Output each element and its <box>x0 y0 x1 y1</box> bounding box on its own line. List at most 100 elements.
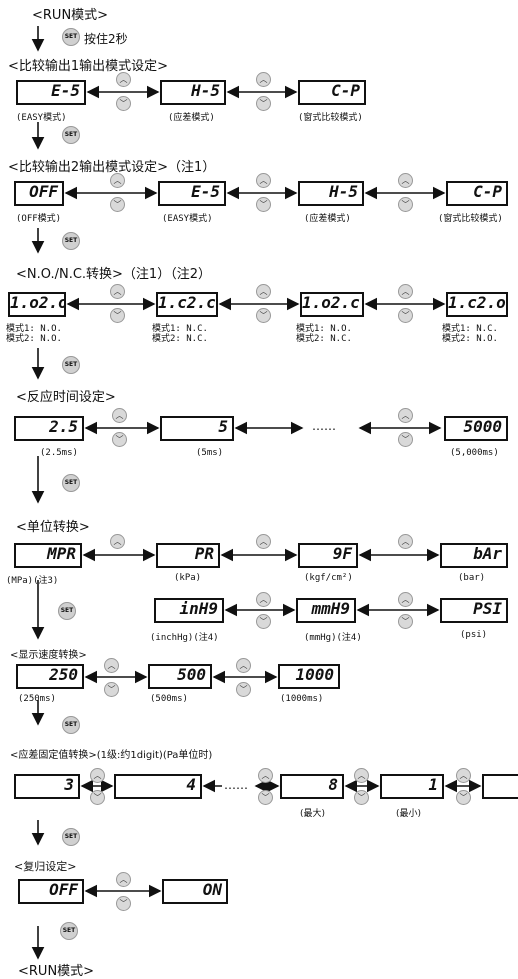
display-500: 500 <box>148 664 212 689</box>
display-8: 8 <box>280 774 344 799</box>
up-button[interactable]: ︿ <box>90 768 105 783</box>
up-button[interactable]: ︿ <box>258 768 273 783</box>
up-button[interactable]: ︿ <box>256 592 271 607</box>
caption: (mmHg)(注4) <box>304 633 362 643</box>
display-off: OFF <box>18 879 84 904</box>
section-title: <复归设定> <box>14 860 77 873</box>
display-off: OFF <box>14 181 64 206</box>
mode-caption: 模式1: N.O.模式2: N.C. <box>296 324 352 344</box>
up-button[interactable]: ︿ <box>398 408 413 423</box>
display-inchhg: inH9 <box>154 598 224 623</box>
display-bar: bAr <box>440 543 508 568</box>
set-button[interactable]: SET <box>62 716 80 734</box>
set-button[interactable]: SET <box>62 126 80 144</box>
display-window: C-P <box>298 80 366 105</box>
set-button[interactable]: SET <box>62 28 80 46</box>
caption: (窗式比较模式) <box>298 113 363 123</box>
caption: (OFF模式) <box>16 214 62 224</box>
caption: (最小) <box>396 809 422 819</box>
display-mpa: MPR <box>14 543 82 568</box>
up-button[interactable]: ︿ <box>236 658 251 673</box>
up-button[interactable]: ︿ <box>354 768 369 783</box>
down-button[interactable]: ﹀ <box>112 432 127 447</box>
up-button[interactable]: ︿ <box>398 284 413 299</box>
up-button[interactable]: ︿ <box>112 408 127 423</box>
section-title: <应差固定值转换>(1级:约1digit)(Pa单位时) <box>10 750 213 761</box>
down-button[interactable]: ﹀ <box>256 308 271 323</box>
up-button[interactable]: ︿ <box>110 173 125 188</box>
up-button[interactable]: ︿ <box>256 72 271 87</box>
down-button[interactable]: ﹀ <box>398 614 413 629</box>
up-button[interactable]: ︿ <box>116 872 131 887</box>
display-4: 4 <box>114 774 202 799</box>
down-button[interactable]: ﹀ <box>398 308 413 323</box>
down-button[interactable]: ﹀ <box>398 432 413 447</box>
ellipsis: …… <box>224 778 248 792</box>
set-button[interactable]: SET <box>62 356 80 374</box>
set-button[interactable]: SET <box>58 602 76 620</box>
set-button[interactable]: SET <box>60 922 78 940</box>
display-1000: 1000 <box>278 664 340 689</box>
display-easy: E-5 <box>158 181 226 206</box>
section-title: <N.O./N.C.转换>（注1）（注2） <box>16 267 211 282</box>
down-button[interactable]: ﹀ <box>116 896 131 911</box>
section-title: <单位转换> <box>16 520 90 535</box>
up-button[interactable]: ︿ <box>256 284 271 299</box>
up-button[interactable]: ︿ <box>398 592 413 607</box>
down-button[interactable]: ﹀ <box>90 790 105 805</box>
display-kgf: 9F <box>298 543 358 568</box>
up-button[interactable]: ︿ <box>110 534 125 549</box>
display-window: C-P <box>446 181 508 206</box>
down-button[interactable]: ﹀ <box>104 682 119 697</box>
caption: (最大) <box>300 809 326 819</box>
mode-caption: 模式1: N.C.模式2: N.C. <box>152 324 208 344</box>
up-button[interactable]: ︿ <box>398 534 413 549</box>
display-nc-nc: 1.c2.c <box>156 292 218 317</box>
down-button[interactable]: ﹀ <box>110 197 125 212</box>
caption: (1000ms) <box>280 694 324 704</box>
down-button[interactable]: ﹀ <box>256 197 271 212</box>
display-partial <box>482 774 518 799</box>
down-button[interactable]: ﹀ <box>354 790 369 805</box>
display-no-no: 1.o2.o <box>8 292 66 317</box>
down-button[interactable]: ﹀ <box>398 197 413 212</box>
up-button[interactable]: ︿ <box>110 284 125 299</box>
display-1: 1 <box>380 774 444 799</box>
caption: (500ms) <box>150 694 188 704</box>
run-mode-label: <RUN模式> <box>18 964 95 979</box>
caption: (5,000ms) <box>450 448 499 458</box>
caption: (5ms) <box>196 448 224 458</box>
up-button[interactable]: ︿ <box>398 173 413 188</box>
down-button[interactable]: ﹀ <box>110 308 125 323</box>
caption: (250ms) <box>18 694 56 704</box>
caption: (2.5ms) <box>40 448 78 458</box>
display-hysteresis: H-5 <box>298 181 364 206</box>
up-button[interactable]: ︿ <box>256 173 271 188</box>
section-title: <显示速度转换> <box>10 650 87 661</box>
down-button[interactable]: ﹀ <box>256 96 271 111</box>
display-easy: E-5 <box>16 80 86 105</box>
down-button[interactable]: ﹀ <box>456 790 471 805</box>
up-button[interactable]: ︿ <box>116 72 131 87</box>
down-button[interactable]: ﹀ <box>258 790 273 805</box>
set-button[interactable]: SET <box>62 828 80 846</box>
caption: (kgf/cm²) <box>304 573 353 583</box>
down-button[interactable]: ﹀ <box>256 614 271 629</box>
up-button[interactable]: ︿ <box>256 534 271 549</box>
section-title: <反应时间设定> <box>16 390 116 405</box>
caption: (应差模式) <box>304 214 351 224</box>
section-title: <比较输出1输出模式设定> <box>8 59 169 74</box>
display-5000: 5000 <box>444 416 508 441</box>
ellipsis: …… <box>312 419 336 433</box>
down-button[interactable]: ﹀ <box>236 682 251 697</box>
up-button[interactable]: ︿ <box>456 768 471 783</box>
caption: (bar) <box>458 573 486 583</box>
set-button[interactable]: SET <box>62 232 80 250</box>
up-button[interactable]: ︿ <box>104 658 119 673</box>
display-psi: PSI <box>440 598 508 623</box>
down-button[interactable]: ﹀ <box>116 96 131 111</box>
set-button[interactable]: SET <box>62 474 80 492</box>
display-no-nc: 1.o2.c <box>300 292 364 317</box>
